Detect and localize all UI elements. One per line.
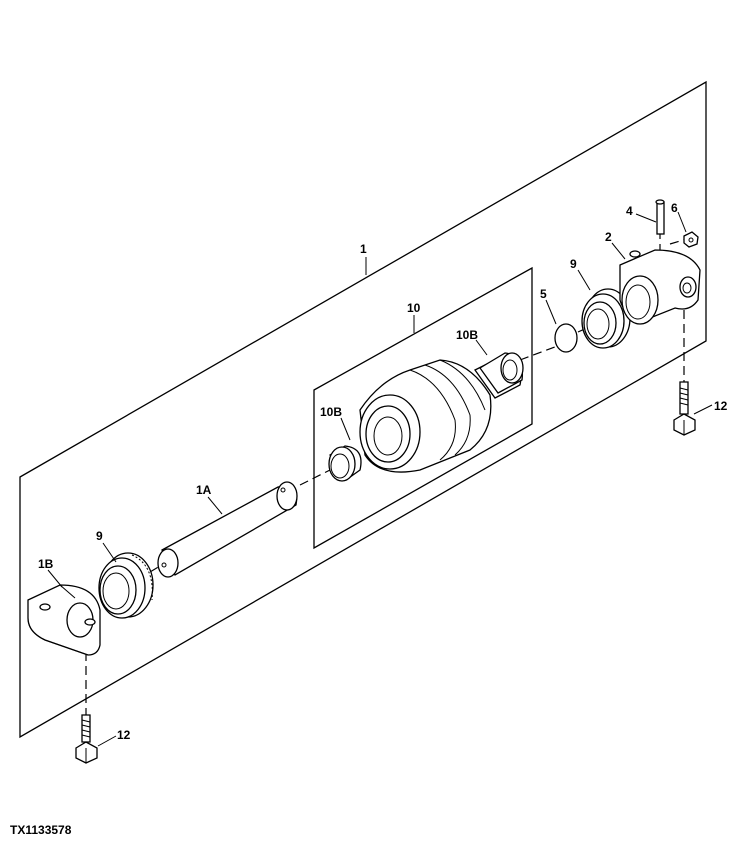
callout-4: 4 [626, 204, 633, 218]
figure-id: TX1133578 [10, 823, 72, 837]
seal-9-right [581, 288, 631, 349]
callout-2: 2 [605, 230, 612, 244]
callout-10: 10 [407, 301, 421, 315]
leader-lines [47, 211, 713, 747]
assembly-1-outline [19, 80, 707, 739]
end-housing-1b [27, 584, 101, 656]
bolt-12-right [673, 381, 696, 436]
plug-5 [554, 323, 578, 353]
seal-9-left [98, 552, 154, 619]
callout-10b-right: 10B [456, 328, 478, 342]
collar-10b-left [328, 445, 362, 482]
subassembly-10-outline [313, 266, 533, 550]
callout-12-bottom: 12 [117, 728, 131, 742]
callout-10b-left: 10B [320, 405, 342, 419]
end-housing-2 [619, 249, 701, 325]
shaft-1a [157, 481, 298, 578]
callout-1a: 1A [196, 483, 212, 497]
collar-10b-right [479, 352, 524, 394]
callout-1: 1 [360, 242, 367, 256]
callout-6: 6 [671, 201, 678, 215]
nut-6 [683, 231, 699, 248]
bolt-12-bottom [75, 714, 98, 764]
pin-4 [655, 199, 665, 235]
callout-9-left: 9 [96, 529, 103, 543]
callout-12-right: 12 [714, 399, 728, 413]
callout-9-right: 9 [570, 257, 577, 271]
callout-1b: 1B [38, 557, 54, 571]
callout-5: 5 [540, 287, 547, 301]
